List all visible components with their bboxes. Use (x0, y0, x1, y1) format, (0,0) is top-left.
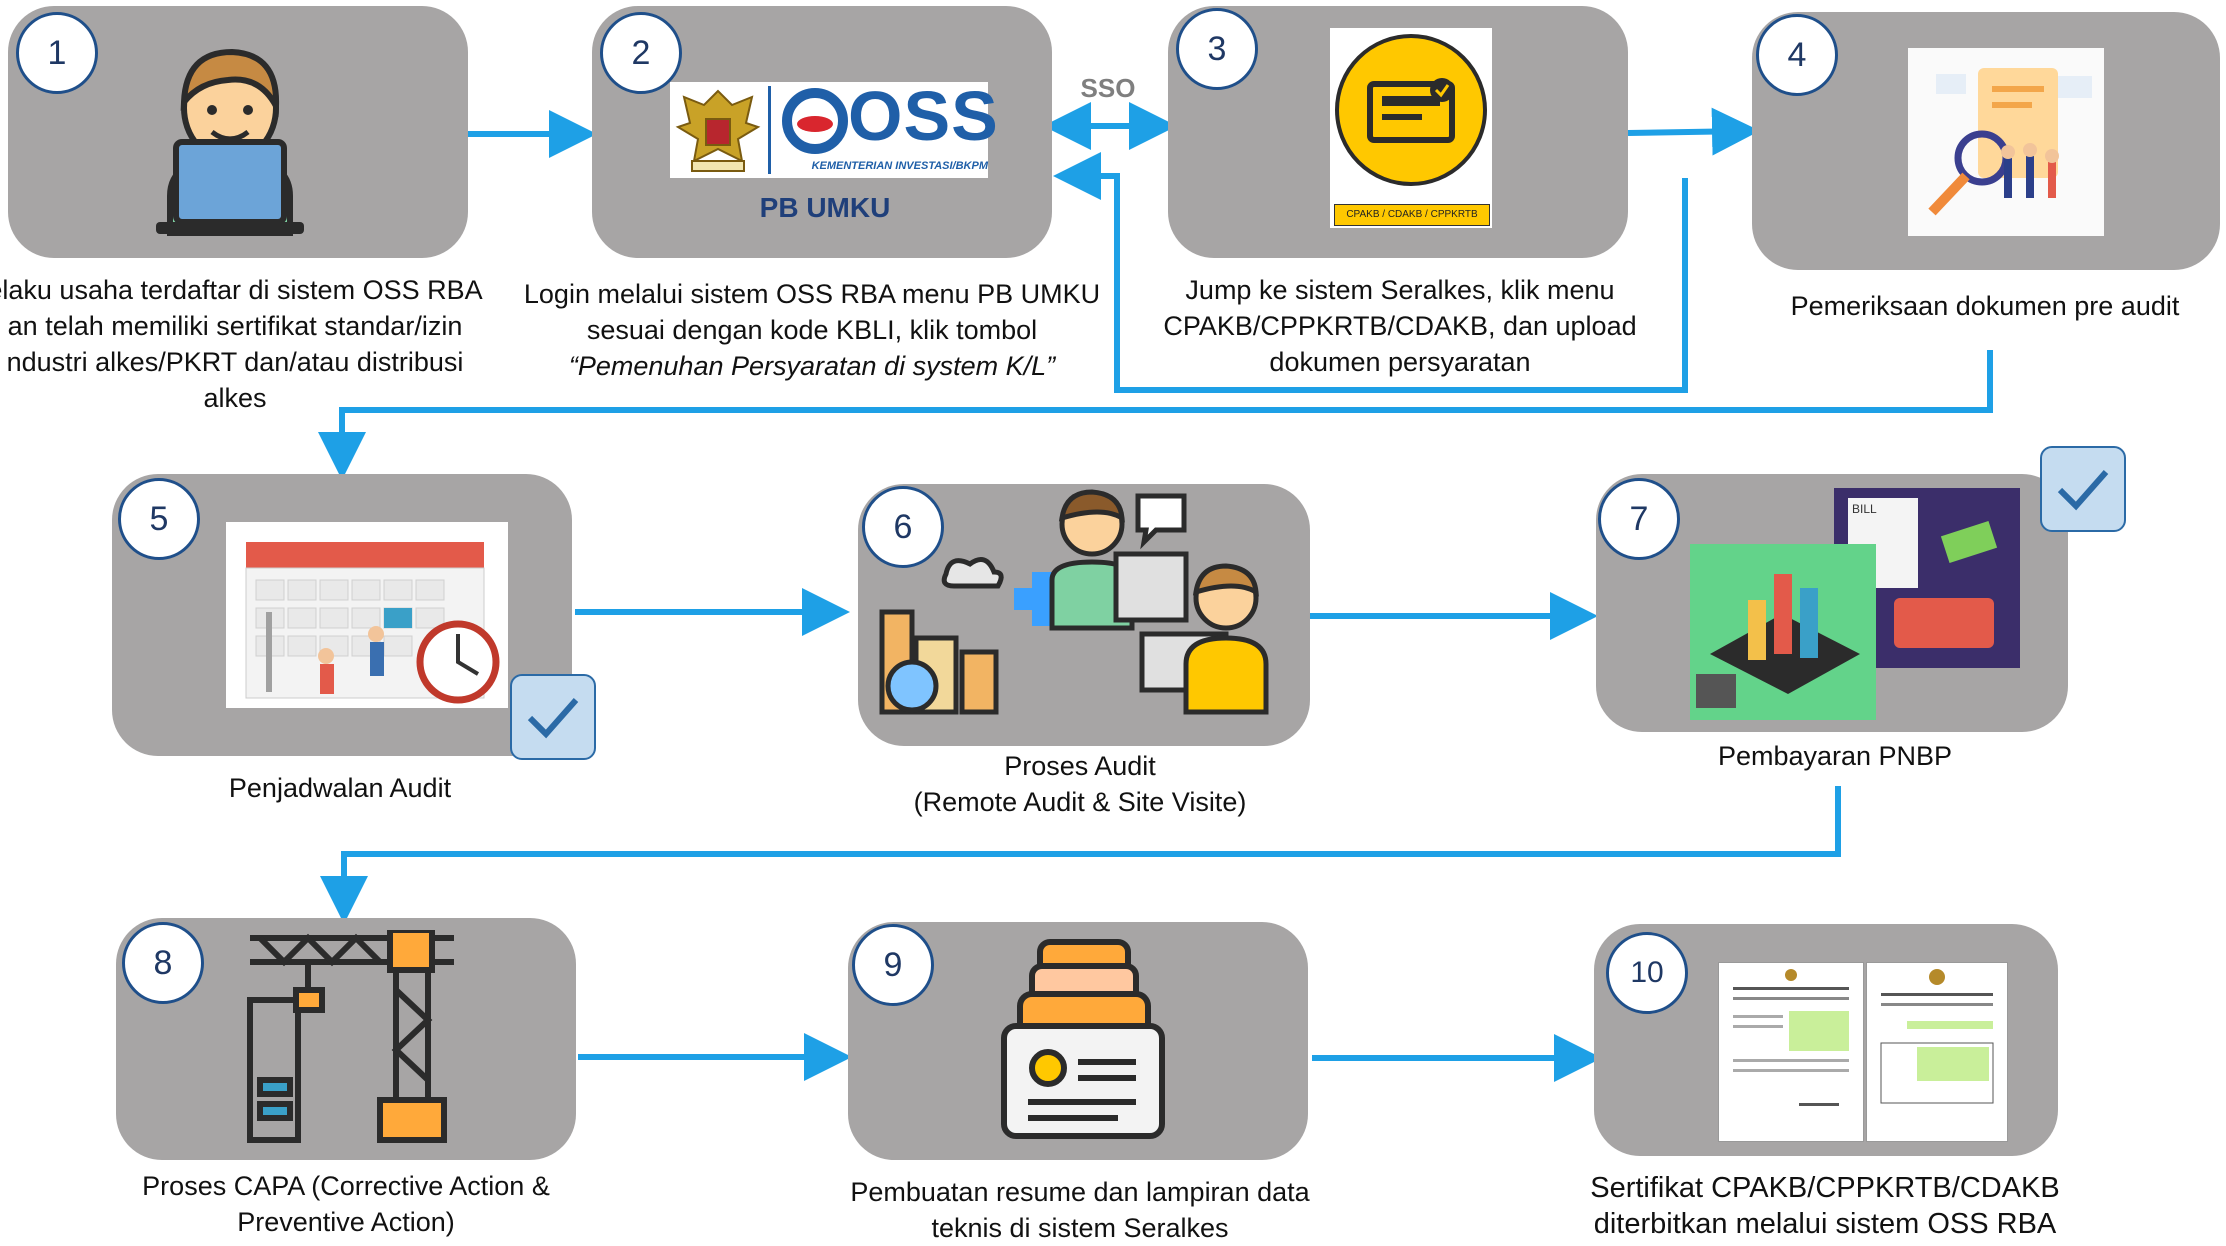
document-emblem-icon (1733, 969, 1849, 1106)
step-9-number: 9 (852, 924, 934, 1006)
file-stack-icon (1001, 939, 1165, 1139)
step-1-number: 1 (16, 12, 98, 94)
step-4-number: 4 (1756, 14, 1838, 96)
document-review-panel (1908, 48, 2104, 236)
step-5-checkmark-icon (510, 674, 596, 760)
oss-logo-mark (782, 88, 848, 154)
step-10-number: 10 (1606, 932, 1688, 1014)
crane-construction-icon (247, 930, 454, 1143)
arrow-4-to-5 (318, 350, 1993, 480)
step-3-number: 3 (1176, 8, 1258, 90)
oss-logo-text: OSS (848, 77, 999, 155)
step-8-caption: Proses CAPA (Corrective Action & Prevent… (142, 1171, 550, 1237)
document-emblem-icon (1880, 969, 1994, 1104)
arrow-return-to-2 (1053, 152, 1688, 393)
step-9-caption: Pembuatan resume dan lampiran data tekni… (850, 1177, 1310, 1243)
arrow-3-to-4 (1627, 107, 1760, 156)
magnifier-document-icon (1928, 68, 2092, 216)
payment-illustration: BILL (1690, 488, 2020, 720)
calendar-icon (245, 542, 500, 704)
seralkes-menu-label: CPAKB / CDAKB / CPPKRTB (1334, 204, 1490, 226)
certificate-icon (1335, 34, 1487, 186)
calendar-illustration (226, 522, 508, 708)
step-4-caption: Pemeriksaan dokumen pre audit (1790, 291, 2180, 321)
seralkes-icon-panel: CPAKB / CDAKB / CPPKRTB (1330, 28, 1492, 228)
arrow-7-to-8 (320, 786, 1841, 924)
step-2-number: 2 (600, 12, 682, 94)
step-10-caption: Sertifikat CPAKB/CPPKRTB/CDAKB diterbitk… (1590, 1172, 2060, 1240)
pb-umku-label: PB UMKU (759, 192, 891, 223)
person-laptop-icon (156, 48, 304, 236)
certificate-document-right (1866, 962, 2008, 1142)
audit-illustration-icon (879, 489, 1269, 715)
step-5-number: 5 (118, 478, 200, 560)
step-1-caption: elaku usaha terdaftar di sistem OSS RBA … (0, 275, 483, 413)
step-6-caption: Proses Audit (Remote Audit & Site Visite… (913, 751, 1247, 817)
garuda-emblem-icon (675, 89, 761, 172)
certificate-document-left (1718, 962, 1864, 1142)
step-7-number: 7 (1598, 478, 1680, 560)
step-2-caption: Login melalui sistem OSS RBA menu PB UMK… (523, 279, 1101, 381)
step-5-caption: Penjadwalan Audit (228, 773, 452, 803)
step-7-caption: Pembayaran PNBP (1717, 741, 1953, 771)
oss-logo-subtext: KEMENTERIAN INVESTASI/BKPM (811, 160, 988, 172)
step-6-number: 6 (862, 486, 944, 568)
step-7-checkmark-icon (2040, 446, 2126, 532)
chart-tablet-icon (1690, 544, 1876, 720)
step-3-caption: Jump ke sistem Seralkes, klik menu CPAKB… (1163, 275, 1637, 377)
step-8-number: 8 (122, 922, 204, 1004)
sso-label: SSO (1080, 73, 1136, 103)
oss-logo-panel: OSS KEMENTERIAN INVESTASI/BKPM (670, 77, 998, 178)
